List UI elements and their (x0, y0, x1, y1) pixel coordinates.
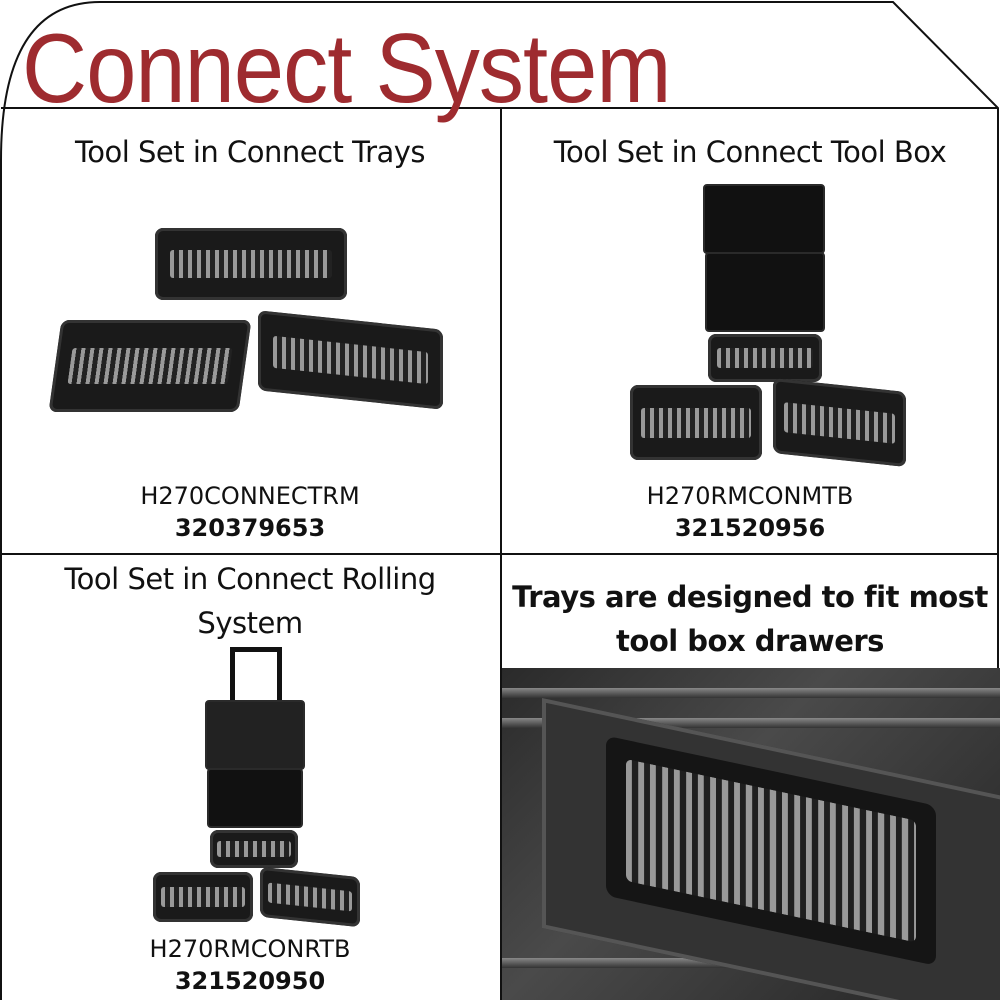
model-number: H270CONNECTRM (140, 482, 360, 510)
panel-heading: Tool Set in Connect Trays (74, 135, 426, 169)
model-number: H270RMCONRTB (149, 935, 351, 963)
sku-number: 321520956 (674, 514, 826, 542)
panel-heading-line2: System (197, 606, 303, 640)
page-title: Connect System (22, 13, 672, 123)
model-number: H270RMCONMTB (646, 482, 854, 510)
panel-heading: Trays are designed to fit most (512, 580, 988, 614)
drawer-photo (502, 668, 1000, 1000)
panel-heading: Tool Set in Connect Tool Box (553, 135, 947, 169)
panel-heading: Tool Set in Connect Rolling (64, 562, 436, 596)
sku-number: 320379653 (174, 514, 326, 542)
panel-trays: Tool Set in Connect Trays (0, 130, 500, 174)
panel-heading-line2: tool box drawers (616, 624, 884, 658)
sku-number: 321520950 (174, 967, 326, 995)
